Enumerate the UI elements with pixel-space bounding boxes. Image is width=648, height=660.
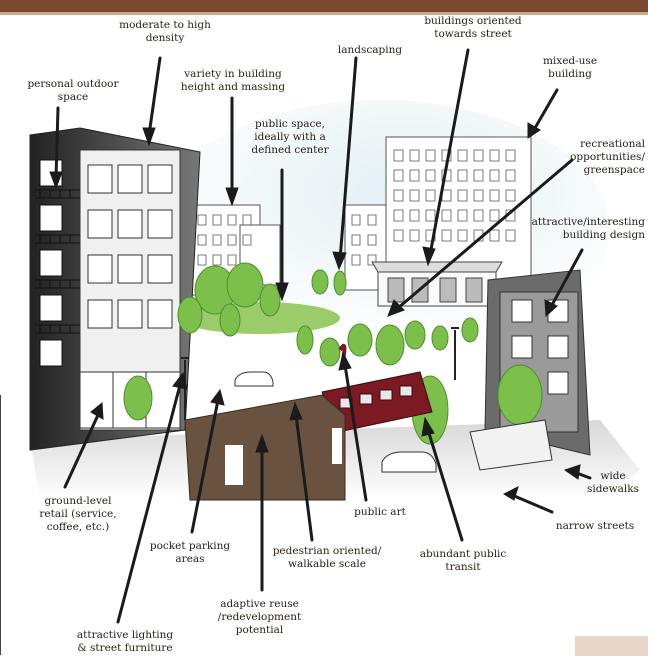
label-moderate-density: moderate to high density <box>119 19 211 44</box>
parked-car <box>381 451 437 473</box>
label-attractive-design: attractive/interesting building design <box>531 216 645 241</box>
label-landscaping: landscaping <box>337 44 403 56</box>
left-building-windows <box>87 164 173 329</box>
label-pocket-parking: pocket parking areas <box>149 540 231 565</box>
left-margin-line <box>0 395 1 655</box>
wall-doorway-2 <box>332 428 342 464</box>
footer-band <box>575 636 648 656</box>
wall-doorway-1 <box>225 445 243 485</box>
label-public-art: public art <box>354 506 406 518</box>
label-personal-outdoor: personal outdoor space <box>27 78 119 103</box>
label-public-space: public space, ideally with a defined cen… <box>251 118 329 156</box>
street-lamp-right <box>451 327 459 380</box>
storefront-awning <box>371 261 503 273</box>
label-lighting: attractive lighting & street furniture <box>76 629 174 654</box>
label-pedestrian: pedestrian oriented/ walkable scale <box>272 545 382 570</box>
label-buildings-oriented: buildings oriented towards street <box>424 15 522 40</box>
label-adaptive-reuse: adaptive reuse /redevelopment potential <box>217 598 302 636</box>
label-narrow-streets: narrow streets <box>555 520 635 532</box>
label-wide-sidewalks: wide sidewalks <box>586 470 640 495</box>
label-variety-height: variety in building height and massing <box>180 68 286 93</box>
delivery-truck <box>469 419 553 471</box>
left-building-balconies <box>35 189 80 334</box>
callout-arrows <box>49 48 592 624</box>
label-mixed-use: mixed-use building <box>542 55 598 80</box>
header-band-light <box>0 12 648 15</box>
label-abundant-transit: abundant public transit <box>419 548 507 573</box>
header-band <box>0 0 648 12</box>
label-ground-retail: ground-level retail (service, coffee, et… <box>39 495 117 533</box>
label-recreational: recreational opportunities/ greenspace <box>570 138 645 176</box>
street-lamp <box>181 357 189 420</box>
parking-car <box>234 371 274 387</box>
